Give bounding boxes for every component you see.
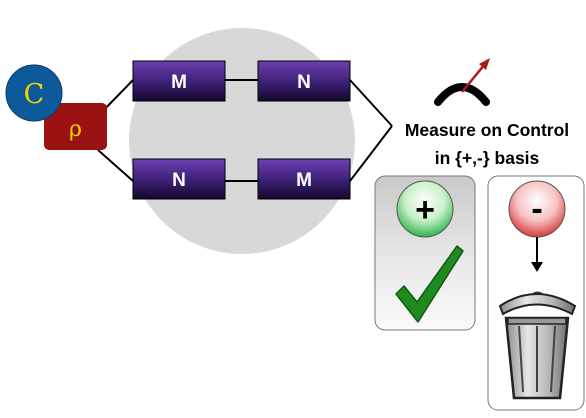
minus-symbol: - (531, 190, 542, 228)
plus-symbol: + (415, 191, 435, 229)
down-arrow-icon (531, 237, 543, 272)
control-qubit: C (5, 64, 63, 122)
circuit-wires (97, 79, 393, 182)
plus-badge (396, 180, 454, 238)
state-label: ρ (69, 117, 82, 142)
measurement-line-1: Measure on Control (404, 120, 570, 140)
state-box: ρ (44, 103, 107, 150)
control-label: C (24, 79, 45, 110)
plus-outcome-panel: + (374, 175, 476, 331)
top-second-gate: N (257, 60, 351, 102)
measurement-label: Measure on Control in {+,-} basis (388, 116, 586, 172)
top-second-gate-label: N (297, 72, 311, 93)
bottom-first-gate: N (132, 158, 226, 200)
top-first-gate: M (132, 60, 226, 102)
top-first-gate-label: M (171, 72, 187, 93)
bottom-second-gate: M (257, 158, 351, 200)
checkmark-icon (395, 245, 464, 323)
bottom-first-gate-label: N (172, 170, 186, 191)
meter-icon (434, 58, 490, 106)
trash-can-icon (498, 291, 577, 400)
bottom-second-gate-label: M (296, 170, 312, 191)
measurement-line-2: in {+,-} basis (434, 148, 540, 168)
minus-outcome-panel: - (487, 175, 585, 411)
